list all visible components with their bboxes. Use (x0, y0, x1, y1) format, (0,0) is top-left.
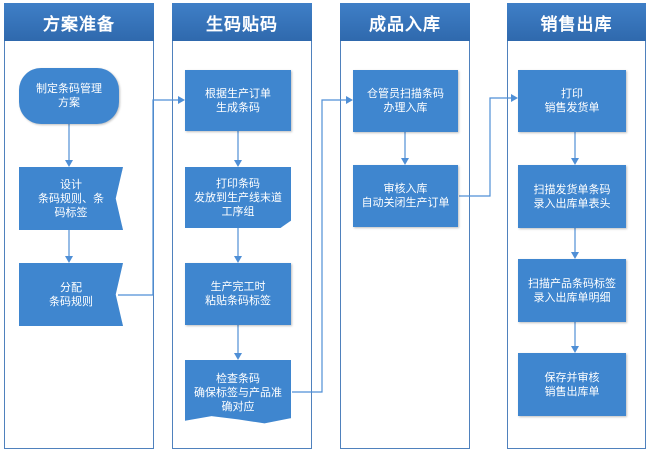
lane-title: 成品入库 (340, 3, 470, 41)
node-scan-in: 仓管员扫描条码 办理入库 (353, 70, 458, 132)
lane-title: 生码贴码 (172, 3, 312, 41)
node-print-issue: 打印条码 发放到生产线末道 工序组 (185, 167, 291, 228)
lane-title: 销售出库 (507, 3, 646, 41)
node-save-audit: 保存并审核 销售出库单 (518, 353, 626, 416)
node-plan: 制定条码管理 方案 (19, 68, 119, 124)
node-design: 设计 条码规则、条 码标签 (19, 167, 123, 230)
node-print-delivery: 打印 销售发货单 (518, 70, 626, 132)
node-scan-product: 扫描产品条码标签 录入出库单明细 (518, 259, 626, 322)
lane-title: 方案准备 (4, 3, 154, 41)
node-audit-in: 审核入库 自动关闭生产订单 (353, 165, 458, 227)
node-scan-delivery: 扫描发货单条码 录入出库单表头 (518, 165, 626, 228)
node-check: 检查条码 确保标签与产品准 确对应 (185, 360, 291, 424)
node-attach: 生产完工时 粘贴条码标签 (185, 263, 291, 325)
node-assign: 分配 条码规则 (19, 263, 123, 326)
node-generate: 根据生产订单 生成条码 (185, 70, 291, 131)
